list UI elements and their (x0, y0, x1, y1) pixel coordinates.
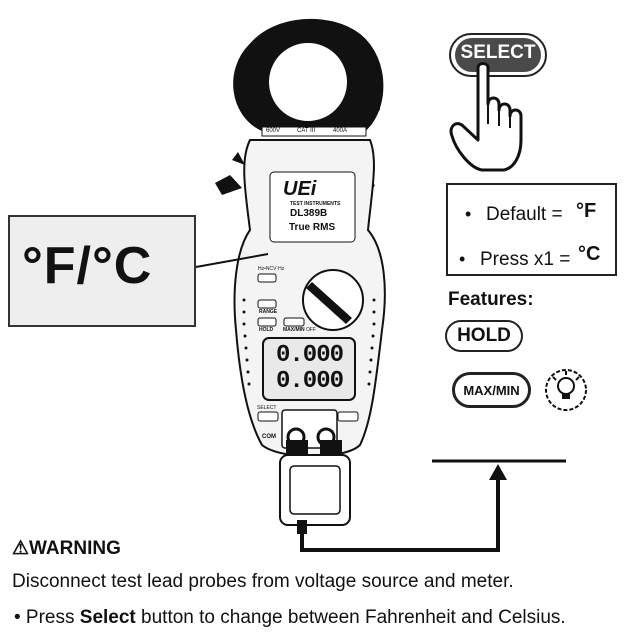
meter-off-label: OFF (306, 327, 316, 333)
meter-display-top: 0.000 (276, 342, 344, 369)
info-bullet-default: • (465, 204, 472, 224)
meter-rating-3: 400A (333, 128, 348, 134)
warning-instruction: • Press Select button to change between … (14, 607, 566, 629)
info-press-unit: °C (578, 243, 601, 265)
warning-title: ⚠WARNING (12, 538, 121, 559)
meter-hold-key: HOLD (259, 327, 274, 333)
meter-select-key: SELECT (257, 405, 277, 411)
pointing-hand-icon (449, 62, 523, 172)
maxmin-feature-badge: MAX/MIN (452, 372, 531, 408)
meter-maxmin-key: MAX/MIN (283, 327, 305, 333)
meter-range-key: RANGE (259, 309, 278, 315)
select-button-label: SELECT (460, 42, 536, 63)
info-bullet-press: • (459, 249, 466, 269)
thermocouple-wire (300, 478, 500, 552)
meter-rating-2: CAT III (297, 128, 316, 134)
backlight-bulb-icon (545, 369, 587, 411)
features-title: Features: (448, 289, 534, 310)
meter-brand-logo: UEi (283, 178, 317, 200)
warning-text: Disconnect test lead probes from voltage… (12, 571, 514, 592)
meter-model: DL389B (290, 208, 328, 219)
meter-com-label: COM (262, 434, 276, 440)
meter-body (233, 139, 386, 458)
clamp-jaws (215, 18, 384, 196)
info-press-label: Press x1 = (480, 249, 571, 270)
unit-callout-box (8, 215, 196, 327)
meter-brand-sub: TEST INSTRUMENTS (290, 201, 341, 207)
thermocouple-plug (279, 440, 351, 534)
select-button-illustration (449, 33, 547, 77)
warning-instruction-bold: Select (79, 607, 136, 628)
unit-callout-text: °F/°C (22, 237, 153, 295)
warning-instruction-suffix: button to change between Fahrenheit and … (135, 607, 566, 628)
meter-rating-1: 600V (266, 128, 281, 134)
info-box (446, 183, 617, 276)
meter-subtitle: True RMS (289, 222, 336, 233)
hold-feature-badge: HOLD (445, 320, 523, 352)
meter-ncv-label: Hz•NCV·Hz (258, 266, 285, 272)
meter-display-bottom: 0.000 (276, 368, 344, 395)
wire-arrow-head (489, 464, 507, 480)
info-default-label: Default = (486, 204, 563, 225)
warning-instruction-prefix: • Press (14, 607, 80, 628)
info-default-unit: °F (576, 200, 597, 222)
callout-leader-line (195, 253, 269, 268)
